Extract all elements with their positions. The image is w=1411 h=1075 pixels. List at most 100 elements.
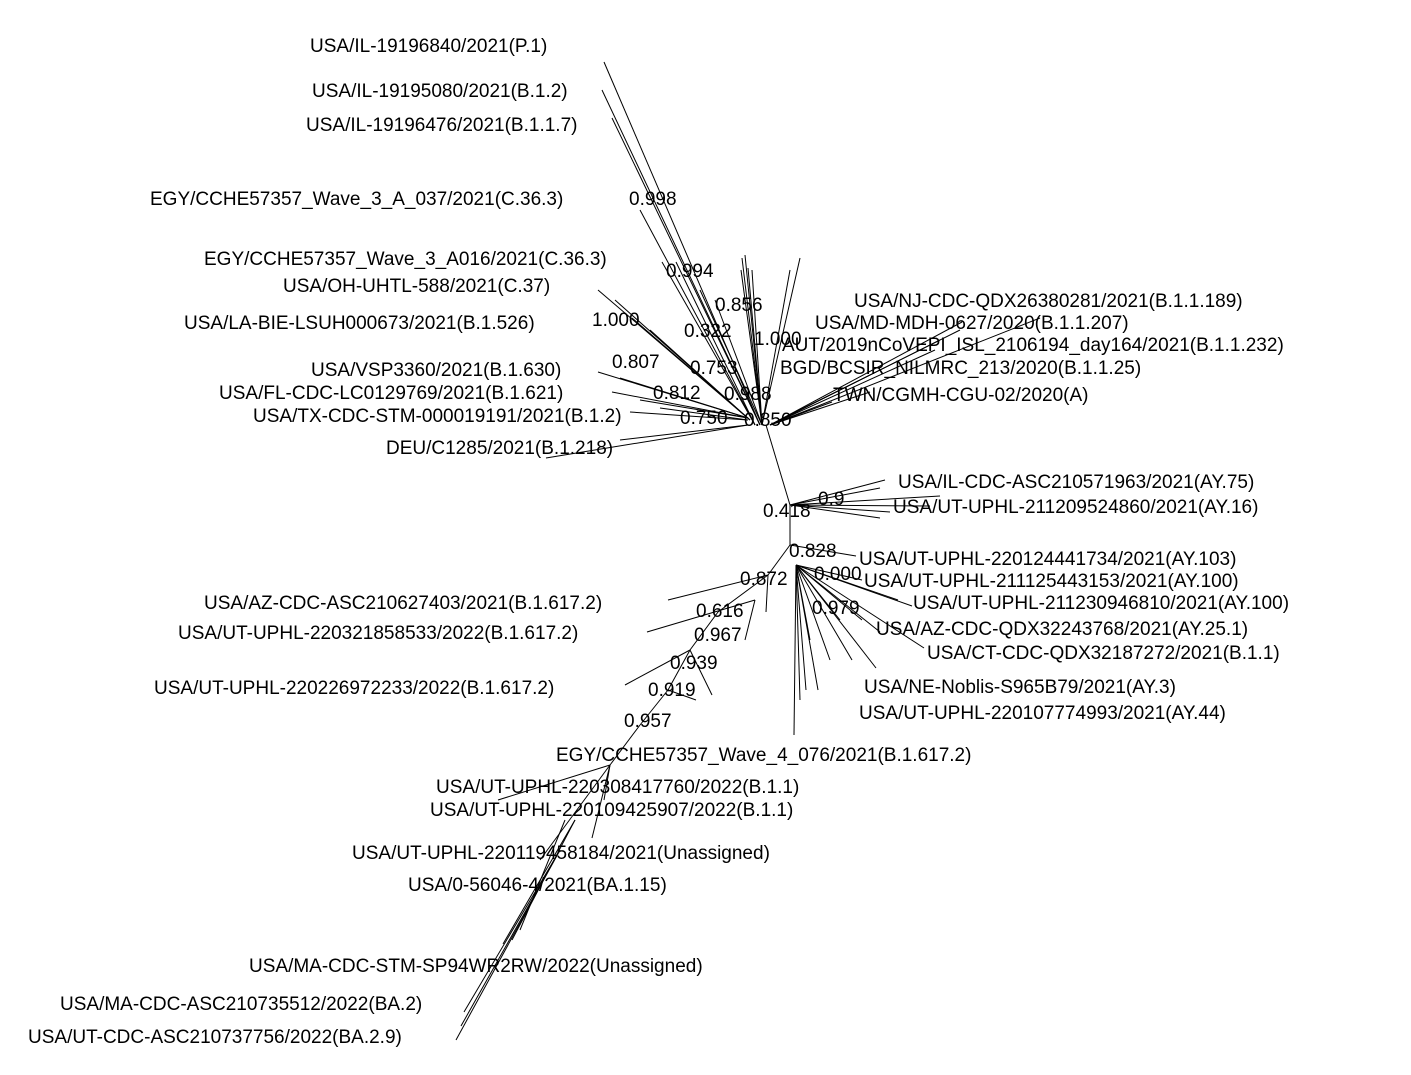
branch-t07 <box>631 317 751 421</box>
support-value: 0.9 <box>818 489 844 510</box>
branch-t29 <box>793 564 797 736</box>
support-value: 0.939 <box>670 653 718 674</box>
branch-t27b <box>744 599 756 641</box>
taxon-label: USA/UT-UPHL-220321858533/2022(B.1.617.2) <box>178 623 578 644</box>
branch-t25 <box>795 564 831 661</box>
taxon-label: TWN/CGMH-CGU-02/2020(A) <box>833 385 1088 406</box>
branch-ay-e <box>795 564 811 641</box>
branch-t08b <box>619 377 749 419</box>
taxon-label: BGD/BCSIR_NILMRC_213/2020(B.1.1.25) <box>780 358 1141 379</box>
taxon-label: USA/AZ-CDC-ASC210627403/2021(B.1.617.2) <box>204 593 602 614</box>
taxon-label: USA/AZ-CDC-QDX32243768/2021(AY.25.1) <box>876 619 1248 640</box>
taxon-label: EGY/CCHE57357_Wave_3_A016/2021(C.36.3) <box>204 249 607 270</box>
branch-t02 <box>601 89 761 426</box>
taxon-labels: USA/IL-19196840/2021(P.1) USA/IL-1919508… <box>28 36 1289 1048</box>
taxon-label: USA/OH-UHTL-588/2021(C.37) <box>283 276 550 297</box>
support-value: 0.616 <box>696 601 744 622</box>
taxon-label: USA/UT-UPHL-211209524860/2021(AY.16) <box>893 497 1258 518</box>
support-value: 0.850 <box>744 410 792 431</box>
branch-t31 <box>591 764 611 839</box>
branch-ay-f <box>795 564 841 621</box>
taxon-label: EGY/CCHE57357_Wave_3_A_037/2021(C.36.3) <box>150 189 563 210</box>
branch-t09 <box>611 391 749 419</box>
support-value: 0.979 <box>812 598 860 619</box>
branch-t36 <box>460 849 561 1027</box>
branch-t30 <box>497 764 611 801</box>
taxon-label: AUT/2019nCoVEPI_ISL_2106194_day164/2021(… <box>782 335 1284 356</box>
branch-t03 <box>611 117 761 426</box>
taxon-label: USA/UT-UPHL-220124441734/2021(AY.103) <box>859 549 1236 570</box>
branch-stem-c2 <box>667 689 697 701</box>
branch-t26b <box>765 574 769 613</box>
branch-backbone-upper <box>765 424 791 506</box>
branch-t11 <box>545 424 749 459</box>
taxon-label: USA/IL-CDC-ASC210571963/2021(AY.75) <box>898 472 1254 493</box>
support-value: 0.828 <box>789 541 837 562</box>
branch-t26 <box>667 574 769 601</box>
support-value: 0.750 <box>680 408 728 429</box>
branch-t36b <box>519 819 566 931</box>
branch-t10b <box>659 407 749 421</box>
branch-t16b <box>769 401 833 426</box>
taxon-label: USA/UT-UPHL-220109425907/2022(B.1.1) <box>430 800 793 821</box>
branch-t18c <box>789 504 891 513</box>
support-value: 0.994 <box>666 261 714 282</box>
support-value: 0.753 <box>690 358 738 379</box>
taxon-label: USA/NE-Noblis-S965B79/2021(AY.3) <box>864 677 1176 698</box>
taxon-label: EGY/CCHE57357_Wave_4_076/2021(B.1.617.2) <box>556 745 971 766</box>
branch-t24b <box>795 564 853 661</box>
branch-t18d <box>789 504 881 519</box>
taxon-label: USA/TX-CDC-STM-000019191/2021(B.1.2) <box>253 406 622 427</box>
support-value: 0.807 <box>612 352 660 373</box>
taxon-label: DEU/C1285/2021(B.1.218) <box>386 438 613 459</box>
taxon-label: USA/FL-CDC-LC0129769/2021(B.1.621) <box>219 383 563 404</box>
branch-t15 <box>769 349 936 426</box>
branch-t11b <box>619 424 749 441</box>
branch-t17 <box>789 479 886 506</box>
support-value: 0.957 <box>624 711 672 732</box>
taxon-label: USA/VSP3360/2021(B.1.630) <box>311 360 561 381</box>
branch-fan-g <box>761 257 801 426</box>
branch-t14 <box>769 317 1041 426</box>
branch-fan-d <box>751 269 763 426</box>
branch-t12 <box>769 321 963 426</box>
branch-t32 <box>539 764 611 861</box>
branch-t28b <box>689 649 713 696</box>
support-value: 0.322 <box>684 321 732 342</box>
branch-t10 <box>629 411 749 421</box>
taxon-label: USA/UT-CDC-ASC210737756/2022(BA.2.9) <box>28 1027 402 1048</box>
taxon-label: USA/MD-MDH-0627/2020(B.1.1.207) <box>815 313 1129 334</box>
branch-backbone-lower <box>767 544 791 576</box>
branch-t18b <box>789 504 931 507</box>
taxon-label: USA/NJ-CDC-QDX26380281/2021(B.1.1.189) <box>854 291 1243 312</box>
branch-t04 <box>639 209 756 426</box>
branch-t20 <box>795 564 863 581</box>
taxon-label: USA/UT-UPHL-211230946810/2021(AY.100) <box>913 593 1289 614</box>
branch-t17b <box>789 487 881 506</box>
branch-t18 <box>789 495 941 506</box>
taxon-label: USA/UT-UPHL-211125443153/2021(AY.100) <box>864 571 1239 592</box>
branch-t15b <box>769 359 901 426</box>
branch-t07b <box>649 329 751 421</box>
branch-t05b <box>675 261 756 426</box>
support-value: 0.418 <box>763 501 811 522</box>
taxon-label: USA/UT-UPHL-220226972233/2022(B.1.617.2) <box>154 678 554 699</box>
support-value: 0.988 <box>724 384 772 405</box>
branch-t19 <box>789 544 857 557</box>
branch-t05 <box>661 261 756 426</box>
branch-t09b <box>639 399 749 419</box>
taxon-label: USA/UT-UPHL-220119458184/2021(Unassigned… <box>352 843 770 864</box>
branch-stem-b <box>689 611 719 651</box>
branch-fan-h <box>699 289 763 426</box>
taxon-label: USA/LA-BIE-LSUH000673/2021(B.1.526) <box>184 313 535 334</box>
branch-fan-f <box>761 269 791 426</box>
taxon-label: USA/CT-CDC-QDX32187272/2021(B.1.1) <box>927 643 1280 664</box>
branch-fan-i <box>714 299 763 426</box>
branch-stem-d <box>639 689 669 726</box>
support-value: 0.812 <box>653 383 701 404</box>
branch-t27 <box>646 599 756 633</box>
taxon-label: USA/IL-19195080/2021(B.1.2) <box>312 81 568 102</box>
branch-fan-c <box>747 267 763 426</box>
taxon-label: USA/IL-19196840/2021(P.1) <box>310 36 547 57</box>
